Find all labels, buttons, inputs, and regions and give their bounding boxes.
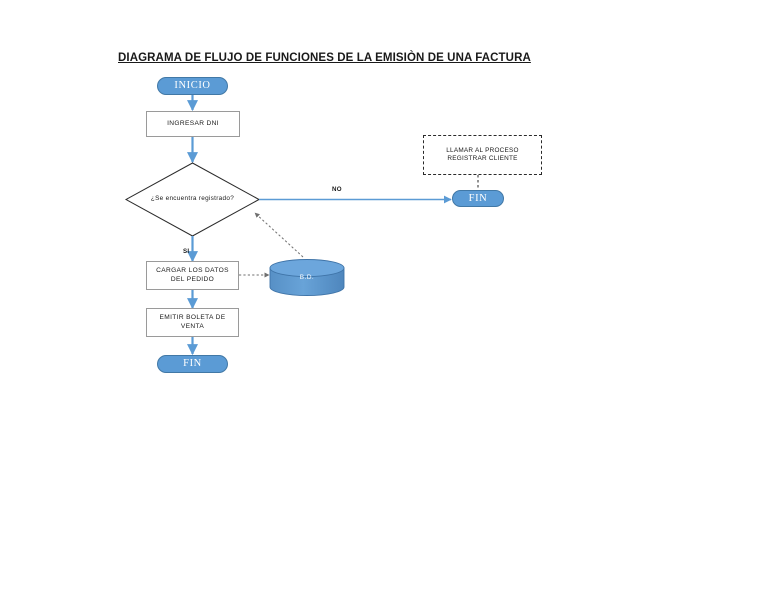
node-ingresar-dni-label: INGRESAR DNI bbox=[167, 119, 219, 127]
page-title: DIAGRAMA DE FLUJO DE FUNCIONES DE LA EMI… bbox=[118, 52, 531, 64]
node-inicio-label: INICIO bbox=[174, 80, 211, 92]
node-llamar-proceso-registrar-cliente[interactable]: LLAMAR AL PROCESO REGISTRAR CLIENTE bbox=[423, 135, 542, 175]
node-emitir-boleta-venta-label: EMITIR BOLETA DE VENTA bbox=[159, 314, 226, 330]
node-llamar-proceso-registrar-cliente-label: LLAMAR AL PROCESO REGISTRAR CLIENTE bbox=[446, 147, 519, 162]
node-base-de-datos[interactable]: B.D. bbox=[270, 259, 344, 296]
node-cargar-datos-pedido-label: CARGAR LOS DATOS DEL PEDIDO bbox=[156, 267, 229, 283]
connector-base-de-datos-to-decision bbox=[254, 212, 304, 258]
base-de-datos-shape bbox=[269, 259, 345, 296]
node-fin-no-label: FIN bbox=[468, 192, 488, 204]
node-fin-no[interactable]: FIN bbox=[452, 190, 504, 207]
node-cargar-datos-pedido[interactable]: CARGAR LOS DATOS DEL PEDIDO bbox=[146, 261, 239, 290]
node-emitir-boleta-venta[interactable]: EMITIR BOLETA DE VENTA bbox=[146, 308, 239, 337]
node-decision-registrado[interactable]: ¿Se encuentra registrado? bbox=[126, 163, 259, 236]
edge-label-si: SI bbox=[183, 248, 190, 255]
node-fin-si[interactable]: FIN bbox=[157, 355, 228, 373]
edge-label-no: NO bbox=[332, 186, 342, 193]
node-inicio[interactable]: INICIO bbox=[157, 77, 228, 95]
node-base-de-datos-label: B.D. bbox=[299, 274, 315, 281]
node-decision-registrado-label: ¿Se encuentra registrado? bbox=[150, 195, 235, 203]
node-ingresar-dni[interactable]: INGRESAR DNI bbox=[146, 111, 240, 137]
node-fin-si-label: FIN bbox=[183, 358, 202, 370]
